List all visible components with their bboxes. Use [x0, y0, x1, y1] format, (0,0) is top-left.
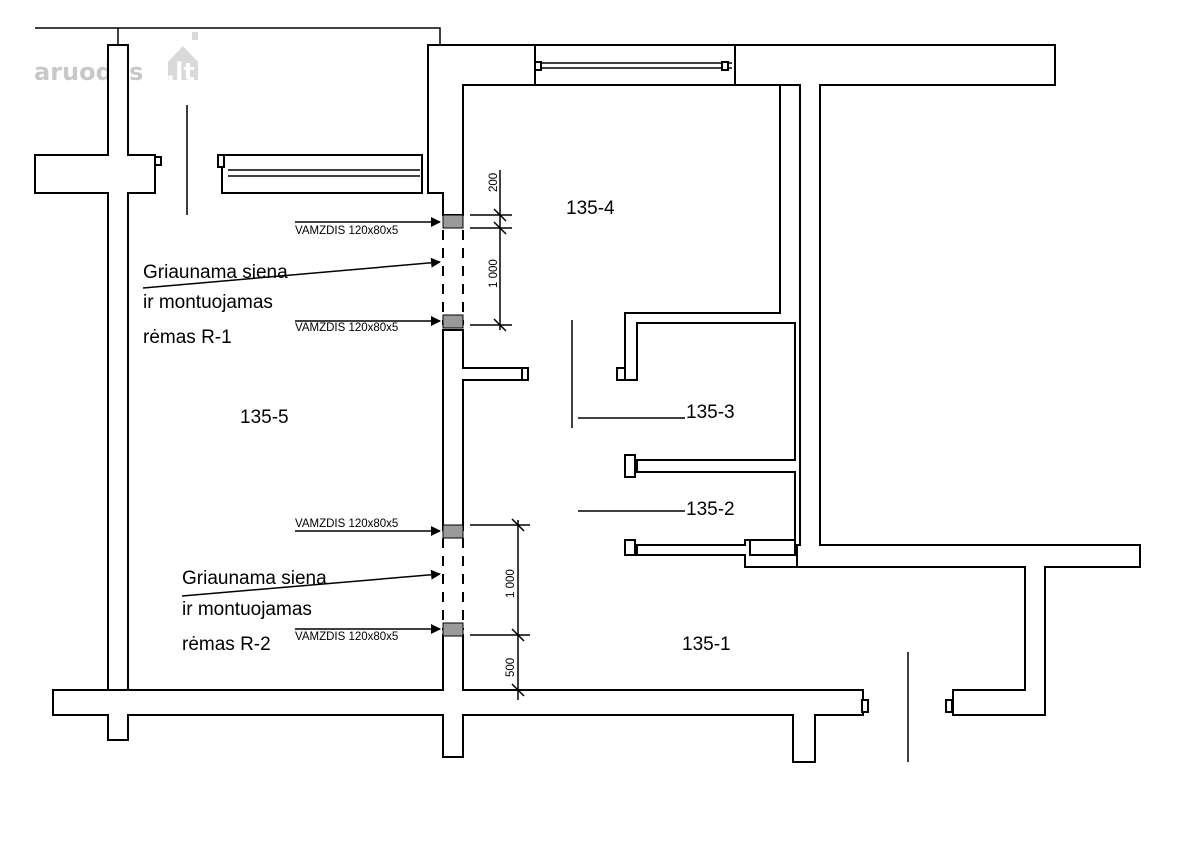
pipe-markers: [442, 214, 464, 637]
note-line: Griaunama siena: [182, 568, 327, 589]
left-window: [217, 154, 423, 194]
note-line: ir montuojamas: [182, 599, 312, 620]
note-line: rėmas R-2: [182, 634, 271, 655]
bottom-wall: [52, 634, 953, 763]
pipe-labels: VAMZDIS 120x80x5 VAMZDIS 120x80x5 VAMZDI…: [295, 217, 441, 643]
demolition-note-r2: Griaunama siena ir montuojamas rėmas R-2: [181, 568, 441, 655]
note-line: ir montuojamas: [143, 292, 273, 313]
house-icon: [168, 46, 198, 80]
pipe-label: VAMZDIS 120x80x5: [295, 225, 398, 237]
room-135-3: 135-3: [686, 402, 735, 423]
pipe-label: VAMZDIS 120x80x5: [295, 518, 398, 530]
room-135-1: 135-1: [682, 634, 731, 655]
room-135-2: 135-2: [686, 499, 735, 520]
room-135-5: 135-5: [240, 407, 289, 428]
dimension-500: 500: [505, 658, 517, 677]
room-labels: 135-4 135-3 135-2 135-1 135-5: [240, 198, 735, 655]
site-outline: [35, 27, 441, 45]
top-walls: [427, 44, 1141, 716]
dimension-values: 200 1 000 1 000 500: [488, 173, 517, 677]
note-line: Griaunama siena: [143, 262, 288, 283]
watermark-suffix: .lt: [166, 58, 195, 86]
pipe-label: VAMZDIS 120x80x5: [295, 631, 398, 643]
room-135-4: 135-4: [566, 198, 615, 219]
note-line: rėmas R-1: [143, 327, 232, 348]
dimension-1000-top: 1 000: [488, 259, 500, 288]
middle-wall: [442, 329, 529, 531]
dimension-200: 200: [488, 173, 500, 192]
partition-lines: [571, 320, 909, 762]
interior-walls-right: [616, 84, 801, 568]
pipe-label: VAMZDIS 120x80x5: [295, 322, 398, 334]
demolition-note-r1: Griaunama siena ir montuojamas rėmas R-1: [142, 257, 441, 348]
dimension-lines: [470, 170, 530, 700]
left-wall: [34, 44, 162, 691]
dimension-1000-bottom: 1 000: [505, 569, 517, 598]
demolished-walls: [442, 230, 464, 630]
